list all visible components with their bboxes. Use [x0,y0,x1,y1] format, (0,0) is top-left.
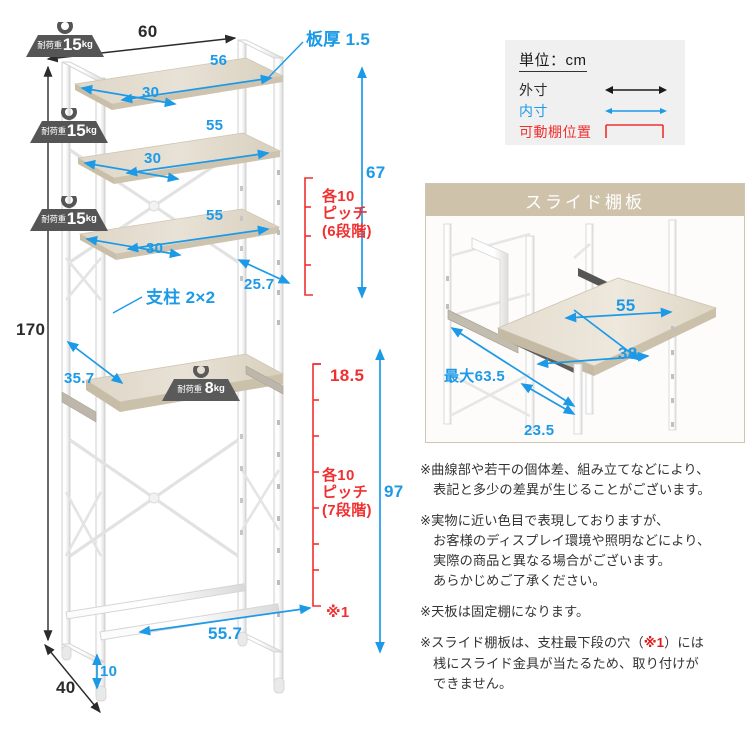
legend-row-inner: 内寸 [519,100,673,121]
badge-prefix: 耐荷重 [41,125,66,136]
note-top-fixed: ※天板は固定棚になります。 [420,602,745,622]
annotation-post-label: 支柱 2×2 [146,288,216,307]
dim-slide-max-extension: 最大63.5 [444,368,505,385]
legend-label-outer: 外寸 [519,81,548,98]
dim-overall-height: 170 [16,320,46,339]
red-bracket-icon [605,123,673,140]
annotation-pitch-upper: 各10 ピッチ (6段階) [322,188,372,240]
legend-label-inner: 内寸 [519,102,548,119]
dim-bottom-inner-width: 55.7 [208,624,243,643]
slide-panel-title: スライド棚板 [426,184,744,216]
note-color: ※実物に近い色目で表現しておりますが、 お客様のディスプレイ環境や照明などにより… [420,511,745,591]
pitch-upper-line3: (6段階) [322,222,372,240]
dim-slide-rail-length: 23.5 [524,422,555,439]
dim-second-shelf-depth: 30 [144,150,162,167]
note-line: ※実物に近い色目で表現しておりますが、 [420,513,670,529]
footnotes: ※曲線部や若干の個体差、組み立てなどにより、 表記と多少の差異が生じることがござ… [420,460,745,705]
dim-upper-inner-height: 67 [366,163,386,182]
note-line-pre: ※スライド棚板は、支柱最下段の穴（ [420,635,644,651]
badge-unit: kg [213,383,225,394]
dim-top-shelf-width: 56 [210,52,228,69]
dim-overall-depth: 40 [56,678,76,697]
badge-unit: kg [85,213,97,224]
note-line: 実際の商品と異なる場合がございます。 [433,553,671,569]
note-line: お客様のディスプレイ環境や照明などにより、 [433,533,711,549]
legend-label-adjustable: 可動棚位置 [519,123,592,140]
shelf-top [73,57,285,110]
pitch-lower-line1: 各10 [322,467,355,484]
badge-prefix: 耐荷重 [177,383,202,394]
note-line: ※曲線部や若干の個体差、組み立てなどにより、 [420,462,710,477]
note-line: 桟にスライド金具が当たるため、取り付けが [433,655,699,671]
dim-second-shelf-width: 55 [206,117,224,134]
badge-unit: kg [81,39,93,50]
legend-box: 単位：cm 外寸 内寸 可動棚位置 [505,40,685,145]
legend-unit-label: 単位：cm [519,49,587,72]
badge-prefix: 耐荷重 [37,39,62,50]
dim-top-shelf-depth: 30 [142,84,160,101]
legend-row-outer: 外寸 [519,79,673,100]
annotation-footnote-marker: ※1 [326,604,350,621]
dim-lower-inner-height: 97 [384,482,404,501]
note-tolerance: ※曲線部や若干の個体差、組み立てなどにより、 表記と多少の差異が生じることがござ… [420,460,745,500]
pitch-upper-line2: ピッチ [322,205,368,223]
badge-value: 15 [62,34,82,54]
dim-third-shelf-depth: 30 [146,240,164,257]
note-line: あらかじめご了承ください。 [433,573,606,589]
badge-value: 15 [66,120,86,140]
dim-third-shelf-width: 55 [206,207,224,224]
dim-slide-width: 55 [616,296,636,315]
black-double-arrow-icon [605,84,673,96]
dim-slide-clearance: 18.5 [330,366,365,385]
badge-value: 8 [204,379,214,397]
dim-right-inner-depth: 25.7 [244,276,275,293]
blue-double-arrow-icon [605,105,673,117]
note-line: 表記と多少の差異が生じることがございます。 [433,482,711,498]
note-slide-limit: ※スライド棚板は、支柱最下段の穴（※1）には 桟にスライド金具が当たるため、取り… [420,633,745,693]
badge-value: 15 [66,208,86,228]
annotation-board-thickness: 板厚 1.5 [306,30,371,49]
note-line: できません。 [433,675,513,691]
note-line: ※天板は固定棚になります。 [420,604,590,620]
slide-shelf-panel: スライド棚板 [425,183,745,443]
dim-left-inner-depth: 35.7 [64,370,95,387]
dim-foot-height: 10 [100,663,118,680]
pitch-upper-line1: 各10 [322,188,355,205]
legend-row-adjustable: 可動棚位置 [519,121,673,142]
badge-prefix: 耐荷重 [41,213,66,224]
pitch-lower-line2: ピッチ [322,484,368,502]
note-mark: ※1 [643,635,665,651]
pitch-lower-line3: (7段階) [322,501,372,519]
dim-overall-width: 60 [138,22,158,41]
annotation-pitch-lower: 各10 ピッチ (7段階) [322,467,372,519]
badge-unit: kg [85,125,97,136]
slide-panel-illustration: 55 38 最大63.5 23.5 [426,216,744,442]
note-line-post: ）には [664,635,704,651]
dim-slide-depth: 38 [618,344,638,363]
